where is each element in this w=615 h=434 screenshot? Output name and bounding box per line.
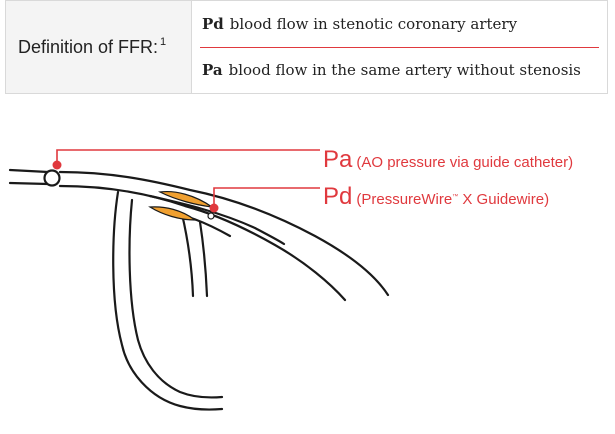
term-pa: Pa: [202, 61, 223, 80]
definition-label: Definition of FFR:1: [18, 36, 167, 57]
definition-row-pa: Pa blood flow in the same artery without…: [192, 48, 607, 94]
definition-label-cell: Definition of FFR:1: [6, 1, 192, 93]
definition-pa-text: blood flow in the same artery without st…: [228, 61, 581, 80]
pa-callout-dot: [52, 160, 62, 170]
pa-callout-line: [56, 149, 320, 165]
definition-rows: Pd blood flow in stenotic coronary arter…: [192, 1, 607, 93]
pa-description: (AO pressure via guide catheter): [356, 154, 574, 171]
ffr-definition-table: Definition of FFR:1 Pd blood flow in ste…: [5, 0, 608, 94]
main-vessel-lower-wall: [58, 184, 347, 302]
left-branch-outer: [112, 190, 224, 411]
pd-callout-line: [213, 187, 320, 210]
pa-callout-label: Pa(AO pressure via guide catheter): [323, 146, 573, 174]
definition-row-pd: Pd blood flow in stenotic coronary arter…: [192, 1, 607, 47]
middle-branch-left: [180, 212, 195, 298]
stenosis-plaque-lower: [148, 206, 197, 221]
main-vessel-upper-wall: [58, 170, 390, 297]
middle-branch-right: [198, 220, 209, 298]
inner-vessel-wall-upper: [148, 194, 286, 246]
definition-pd-text: blood flow in stenotic coronary artery: [229, 14, 518, 33]
left-branch-inner: [128, 198, 224, 399]
pd-callout-dot: [209, 203, 219, 213]
pd-description: (PressureWire™ X Guidewire): [356, 191, 550, 208]
pressure-sensor: [207, 212, 215, 220]
guide-catheter-upper: [8, 168, 50, 174]
guide-catheter-lower: [8, 181, 50, 186]
pd-symbol: Pd: [323, 183, 353, 210]
row-divider: [200, 46, 599, 48]
catheter-tip: [43, 169, 61, 187]
pa-symbol: Pa: [323, 146, 353, 173]
trademark-symbol: ™: [452, 194, 459, 200]
pd-callout-label: Pd(PressureWire™ X Guidewire): [323, 183, 549, 211]
coronary-artery-diagram: [8, 149, 390, 411]
term-pd: Pd: [202, 14, 224, 33]
footnote-marker: 1: [160, 36, 167, 48]
